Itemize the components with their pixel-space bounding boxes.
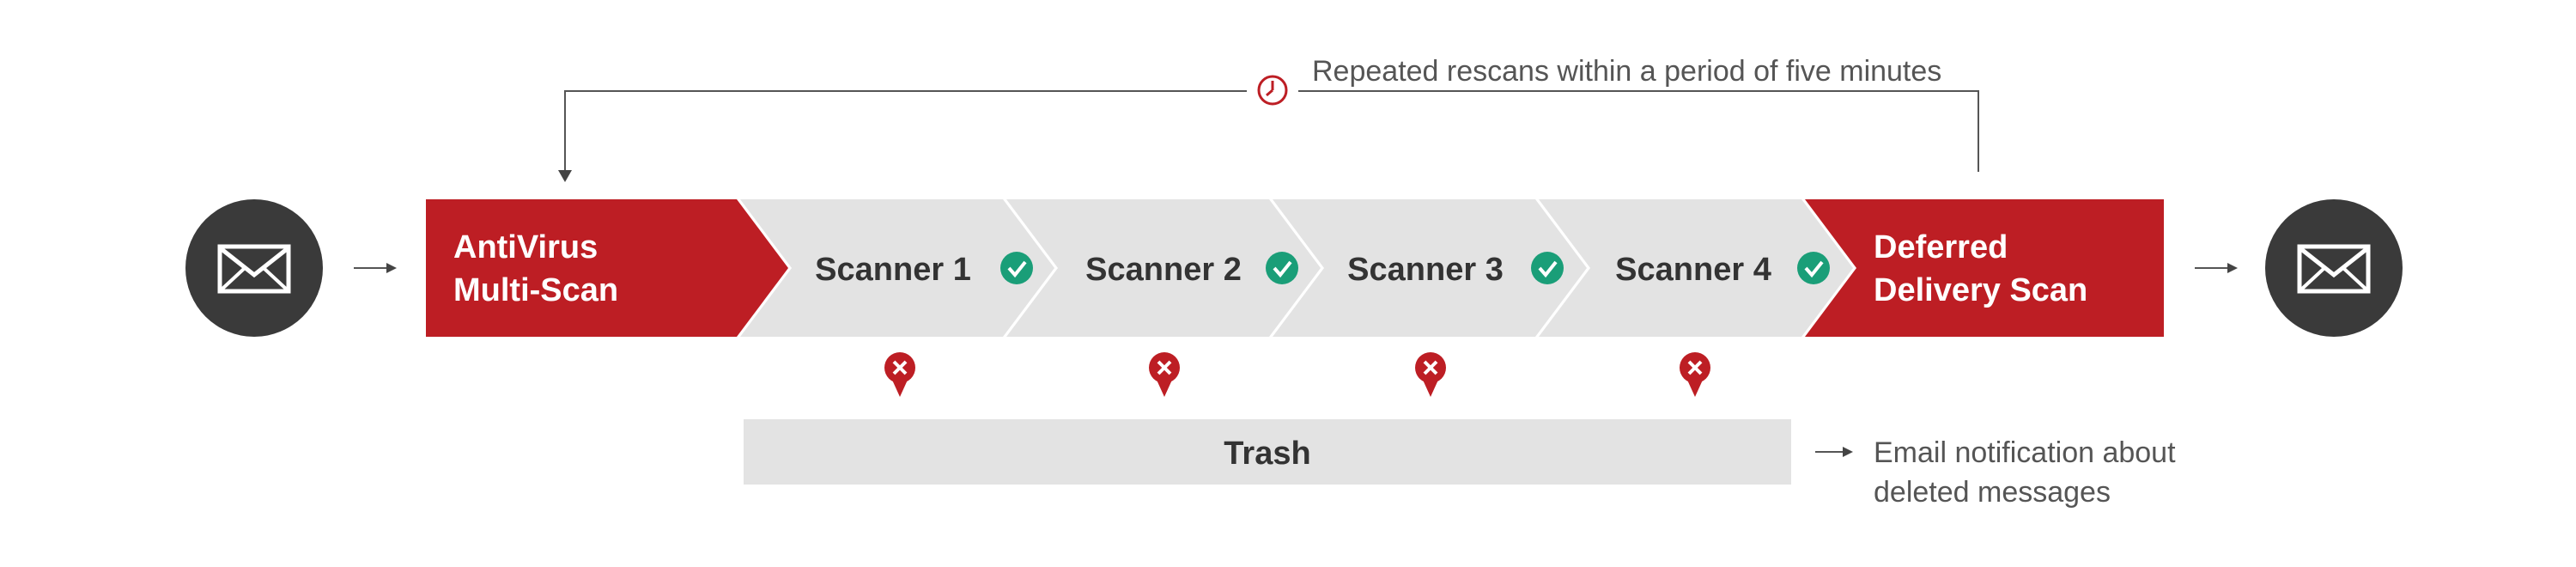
deferred-label-line2: Delivery Scan — [1874, 272, 2087, 308]
scanner-label-3: Scanner 3 — [1347, 252, 1504, 288]
rescan-loop-line-left — [564, 90, 1247, 172]
trash-bar — [744, 419, 1791, 485]
antivirus-label-line2: Multi-Scan — [453, 272, 618, 308]
clock-icon — [1257, 75, 1288, 106]
envelope-icon — [2297, 244, 2371, 294]
arrow-notify — [1815, 447, 1853, 457]
check-circle-icon — [1531, 252, 1564, 284]
scanner-label-4: Scanner 4 — [1615, 252, 1771, 288]
antivirus-label-line1: AntiVirus — [453, 229, 598, 265]
scanner-stage-2 — [1006, 199, 1321, 337]
x-pin-icon — [1149, 352, 1180, 397]
x-pin-icon — [1680, 352, 1710, 397]
notification-text: Email notification about deleted message… — [1874, 436, 2184, 509]
outgoing-mail — [2265, 199, 2403, 337]
rescan-loop-line — [1298, 90, 1979, 172]
notification-line1: Email notification about — [1874, 436, 2176, 469]
rescan-arrowhead — [558, 170, 572, 182]
scanner-stage-4 — [1539, 199, 1853, 337]
notification-line2: deleted messages — [1874, 476, 2111, 509]
deferred-label-line1: Deferred — [1874, 229, 2008, 265]
check-circle-icon — [1797, 252, 1830, 284]
envelope-icon — [217, 244, 291, 294]
scanner-stage-1 — [740, 199, 1054, 337]
arrow-in — [354, 263, 397, 273]
rescan-note: Repeated rescans within a period of five… — [1312, 55, 1941, 88]
x-pin-icon — [1415, 352, 1446, 397]
deferred-delivery-stage — [1805, 199, 2164, 337]
deferred-label: Deferred Delivery Scan — [1874, 229, 2087, 308]
incoming-mail — [185, 199, 323, 337]
antivirus-label: AntiVirus Multi-Scan — [453, 229, 618, 308]
arrow-out — [2195, 263, 2238, 273]
scanner-label-2: Scanner 2 — [1085, 252, 1242, 288]
check-circle-icon — [1000, 252, 1033, 284]
x-pin-icon — [884, 352, 915, 397]
antivirus-stage — [426, 199, 788, 337]
scanner-label-1: Scanner 1 — [815, 252, 971, 288]
check-circle-icon — [1266, 252, 1298, 284]
trash-label: Trash — [1224, 436, 1310, 472]
scanner-stage-3 — [1273, 199, 1587, 337]
